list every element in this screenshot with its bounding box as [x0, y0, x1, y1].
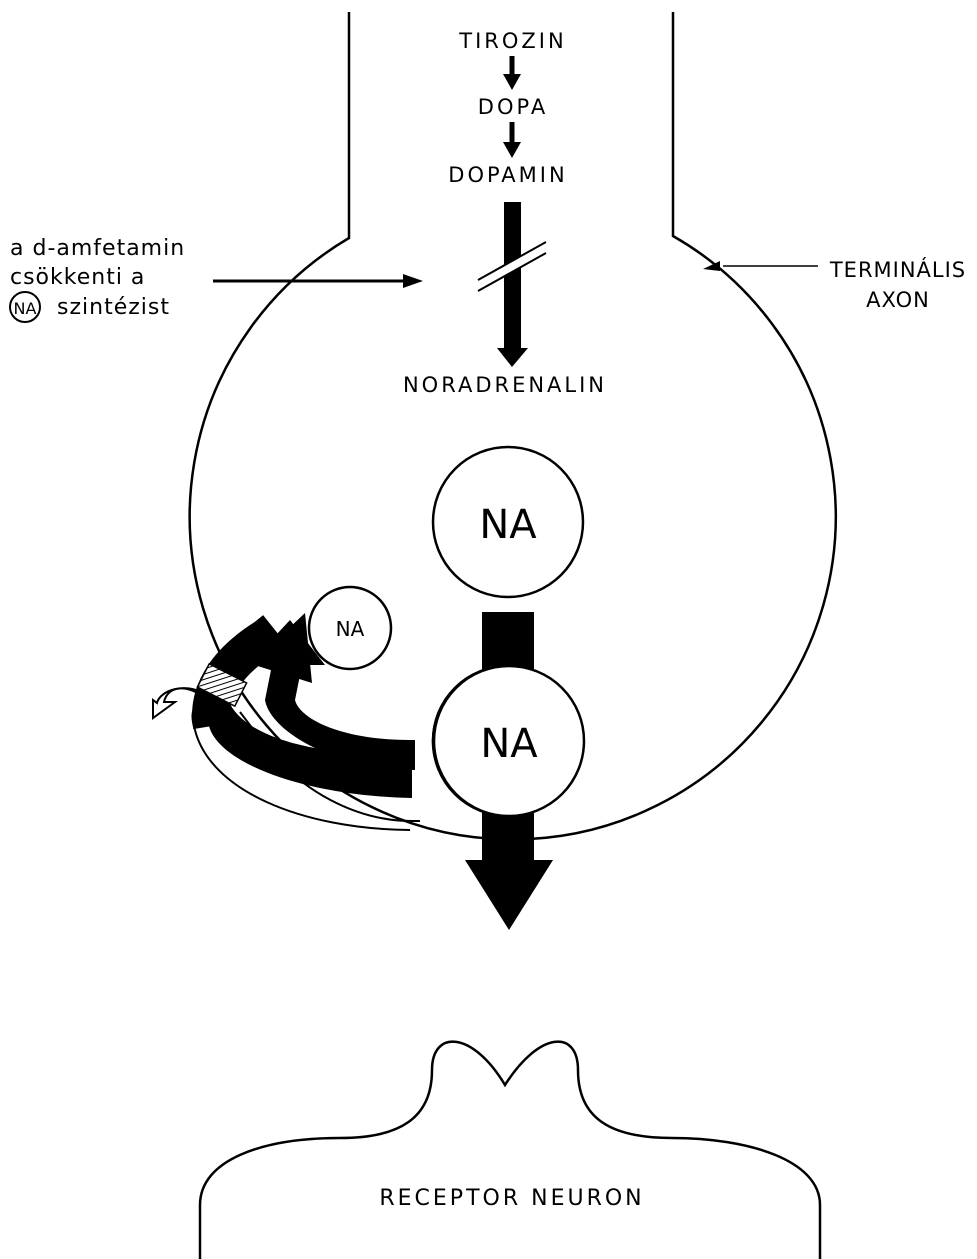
annotation-line-1: a d-amfetamin — [10, 236, 185, 261]
axon-label-arrow — [703, 261, 818, 271]
na-badge-circle — [9, 291, 41, 323]
annotation-arrow — [213, 274, 423, 288]
blocked-receptor-hatch — [196, 662, 248, 708]
pathway-arrow-2 — [503, 122, 521, 158]
pathway-tirozin: TIROZIN — [458, 29, 566, 53]
axon-label-line-1: TERMINÁLIS — [829, 257, 966, 282]
synaptic-vesicle-label: NA — [480, 721, 538, 767]
pathway-arrow-3 — [497, 202, 528, 367]
annotation-line-3: szintézist — [57, 295, 170, 320]
efflux-arrow — [152, 687, 205, 720]
storage-vesicle-label: NA — [479, 502, 537, 548]
annotation-line-2: csökkenti a — [10, 265, 145, 290]
reuptake-vesicle — [307, 585, 393, 671]
pathway-dopa: DOPA — [478, 95, 548, 119]
inhibition-break-mark — [475, 241, 549, 292]
pathway-noradrenalin: NORADRENALIN — [403, 373, 607, 397]
pathway-dopamin: DOPAMIN — [448, 163, 567, 187]
reuptake-vesicle-label: NA — [336, 617, 365, 641]
cleft-na-vesicle-lower — [432, 664, 586, 818]
receptor-neuron-outline — [198, 1040, 822, 1259]
storage-vesicle — [431, 445, 585, 599]
receptor-neuron-label: RECEPTOR NEURON — [379, 1186, 644, 1211]
axon-label-line-2: AXON — [866, 288, 930, 312]
na-badge-label: NA — [14, 299, 37, 318]
pathway-arrow-1 — [503, 56, 521, 90]
